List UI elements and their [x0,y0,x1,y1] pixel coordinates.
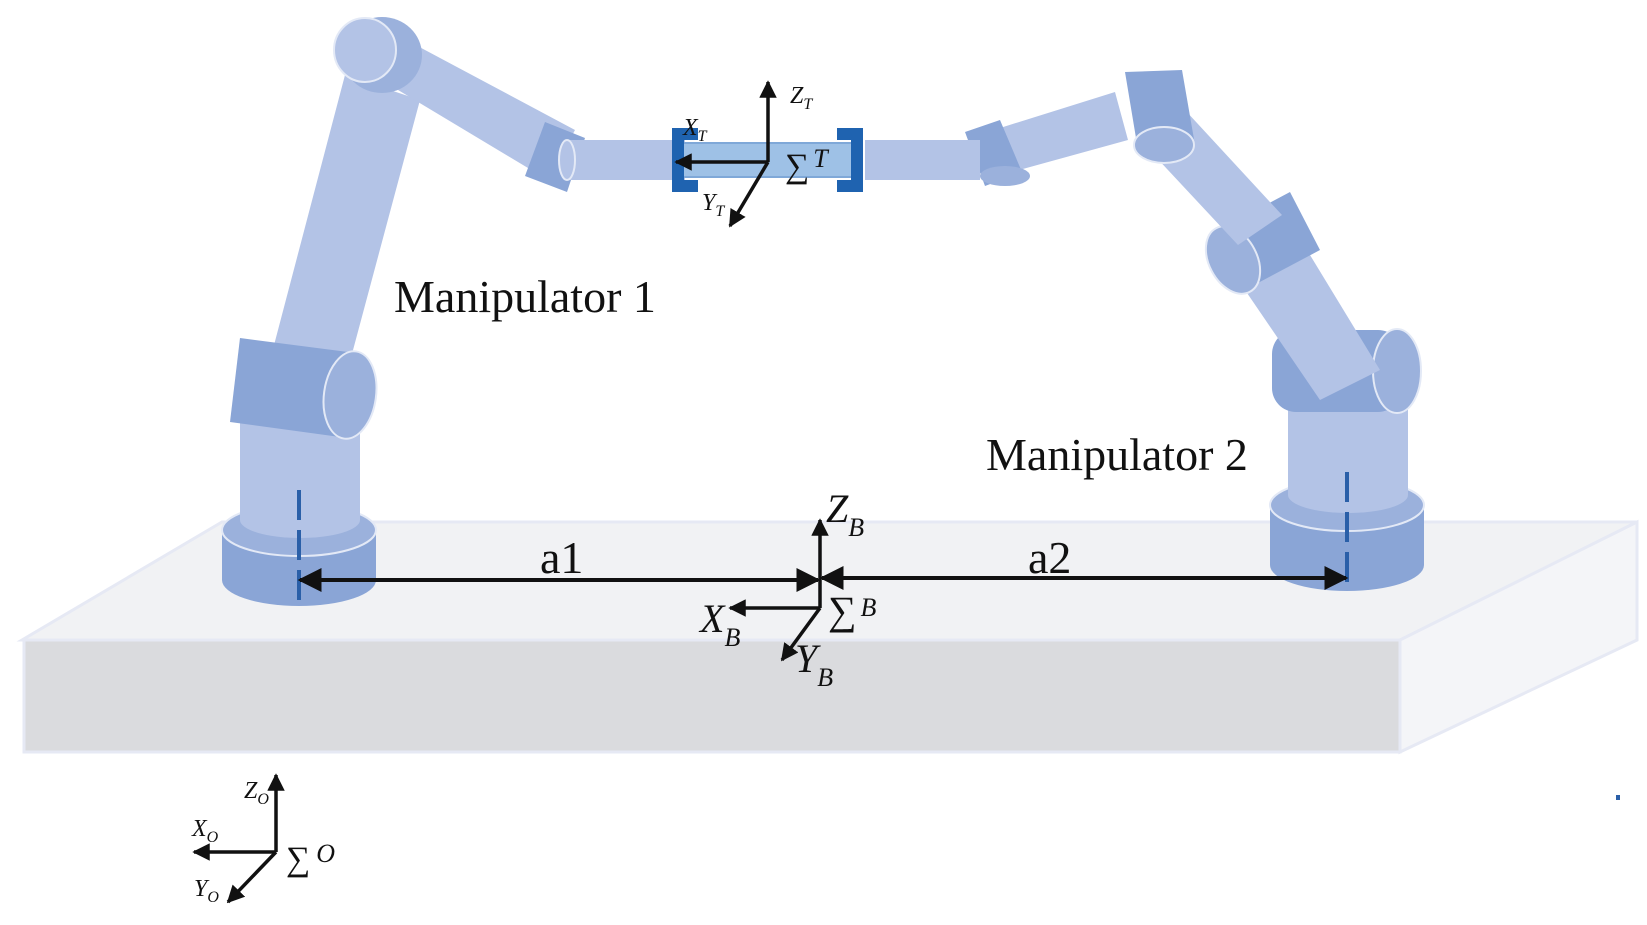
table-front [22,638,1402,754]
m1-elbow-joint [333,17,397,83]
origin-y-label: YO [194,876,219,906]
tool-right-gripper [837,128,863,192]
a2-label: a2 [1028,532,1071,583]
tool-frame: ZT XT YT ∑T [674,80,829,228]
base-z-label: ZB [826,486,864,542]
manipulator-1-label: Manipulator 1 [394,271,656,322]
tool-bar [679,142,861,178]
origin-frame-label: ∑O [286,839,335,878]
m2-wrist-link [865,140,980,180]
base-y-label: YB [795,636,833,692]
m1-wrist-link-end [558,139,576,181]
m2-forearm [1000,92,1128,172]
m2-wrist-end [980,166,1030,186]
m2-shoulder-joint-end [1372,328,1422,414]
origin-z-label: ZO [244,778,269,808]
origin-y-axis [226,850,278,904]
a1-label: a1 [540,532,583,583]
m1-upper-arm [268,75,420,380]
origin-frame: ZO XO YO ∑O [191,773,335,906]
m2-mid-joint-end [1204,225,1262,295]
base-y-axis [780,606,822,662]
m1-shoulder-joint-end [322,350,378,440]
m1-forearm [378,42,575,180]
tool-y-axis [728,161,770,228]
stray-dot [1616,795,1620,800]
tool-frame-label: ∑T [785,144,829,185]
m2-base-column [1288,400,1408,513]
base-frame: a1 a2 ZB XB YB ∑B [297,486,1349,692]
origin-x-label: XO [191,816,219,846]
manipulator-2-label: Manipulator 2 [986,429,1248,480]
m2-elbow-joint-end [1133,126,1195,164]
manipulator-1 [221,17,685,608]
base-frame-label: ∑B [828,588,877,633]
tool-x-label: XT [682,115,708,145]
manipulator-2 [865,70,1425,592]
tool-y-label: YT [702,190,725,220]
m2-lower-arm [1245,255,1380,400]
m1-shoulder-joint-body [230,338,348,437]
tool-z-label: ZT [790,83,813,113]
m1-wrist-link [565,140,685,180]
base-x-label: XB [698,596,740,652]
